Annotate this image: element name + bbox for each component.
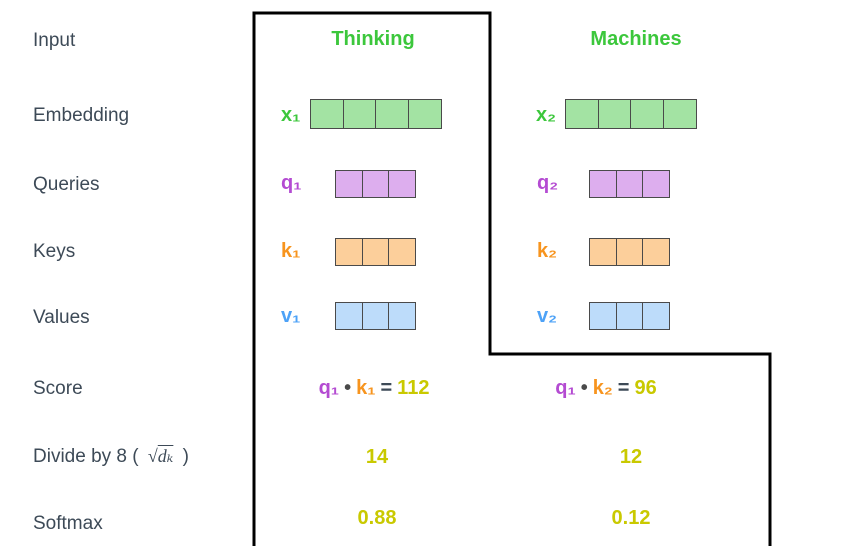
column-header-machines: Machines [590, 28, 682, 50]
vector-cell [407, 99, 442, 129]
radicand-dk: dₖ [157, 446, 174, 466]
key-vector-k1 [335, 238, 416, 266]
score-k2-term: k₂ [592, 377, 613, 399]
vector-cell [642, 302, 670, 330]
embedding-vector-x1 [310, 99, 442, 129]
query-label-q2: q₂ [537, 172, 559, 194]
vector-cell [388, 170, 416, 198]
vector-cell [335, 302, 363, 330]
key-vector-k2 [589, 238, 670, 266]
vector-cell [361, 238, 390, 266]
softmax-value-machines: 0.12 [611, 507, 651, 529]
vector-cell [662, 99, 697, 129]
row-label-softmax: Softmax [33, 513, 103, 534]
vector-cell [342, 99, 377, 129]
embedding-label-x2: x₂ [536, 104, 557, 126]
sqrt-dk-formula: √dₖ [148, 446, 173, 466]
vector-cell [388, 302, 416, 330]
row-label-queries: Queries [33, 174, 100, 195]
value-vector-v2 [589, 302, 670, 330]
row-label-keys: Keys [33, 241, 76, 262]
vector-cell [335, 238, 363, 266]
vector-cell [565, 99, 599, 129]
vector-cell [335, 170, 363, 198]
dot-product-icon: • [580, 377, 588, 399]
embedding-label-x1: x₁ [281, 104, 301, 126]
score-q1-term: q₁ [318, 377, 340, 399]
vector-cell [589, 302, 617, 330]
vector-cell [630, 99, 664, 129]
equals-sign: = [617, 377, 630, 399]
score-q1-term: q₁ [555, 377, 576, 399]
vector-cell [375, 99, 409, 129]
query-label-q1: q₁ [281, 172, 302, 194]
column-header-thinking: Thinking [331, 28, 415, 50]
vector-cell [589, 238, 617, 266]
query-vector-q1 [335, 170, 416, 198]
vector-cell [589, 170, 617, 198]
vector-cell [642, 170, 670, 198]
vector-cell [642, 238, 670, 266]
score-expression-machines: q₁•k₂=96 [555, 377, 656, 400]
query-vector-q2 [589, 170, 670, 198]
row-label-divide: Divide by 8 ( √dₖ ) [33, 445, 189, 468]
value-label-v2: v₂ [537, 305, 558, 327]
divide-prefix: Divide by 8 ( [33, 446, 139, 467]
softmax-value-thinking: 0.88 [357, 507, 397, 529]
vector-cell [597, 99, 632, 129]
dot-product-icon: • [344, 377, 352, 399]
vector-cell [615, 170, 644, 198]
key-label-k2: k₂ [537, 240, 558, 262]
embedding-vector-x2 [565, 99, 697, 129]
score-value-thinking: 112 [397, 377, 430, 399]
score-value-machines: 96 [634, 377, 657, 399]
value-label-v1: v₁ [281, 305, 301, 327]
divided-score-machines: 12 [619, 446, 643, 468]
divide-suffix: ) [182, 446, 189, 467]
vector-cell [310, 99, 344, 129]
key-label-k1: k₁ [281, 240, 301, 262]
value-vector-v1 [335, 302, 416, 330]
row-label-values: Values [33, 307, 90, 328]
equals-sign: = [380, 377, 393, 399]
vector-cell [615, 238, 644, 266]
vector-cell [361, 302, 390, 330]
row-label-embedding: Embedding [33, 105, 130, 126]
radical-sign: √ [147, 446, 158, 466]
vector-cell [388, 238, 416, 266]
row-label-score: Score [33, 378, 83, 399]
vector-cell [615, 302, 644, 330]
vector-cell [361, 170, 390, 198]
score-expression-thinking: q₁•k₁=112 [319, 377, 430, 400]
score-k1-term: k₁ [356, 377, 376, 399]
row-label-input: Input [33, 30, 76, 51]
divided-score-thinking: 14 [365, 446, 389, 468]
